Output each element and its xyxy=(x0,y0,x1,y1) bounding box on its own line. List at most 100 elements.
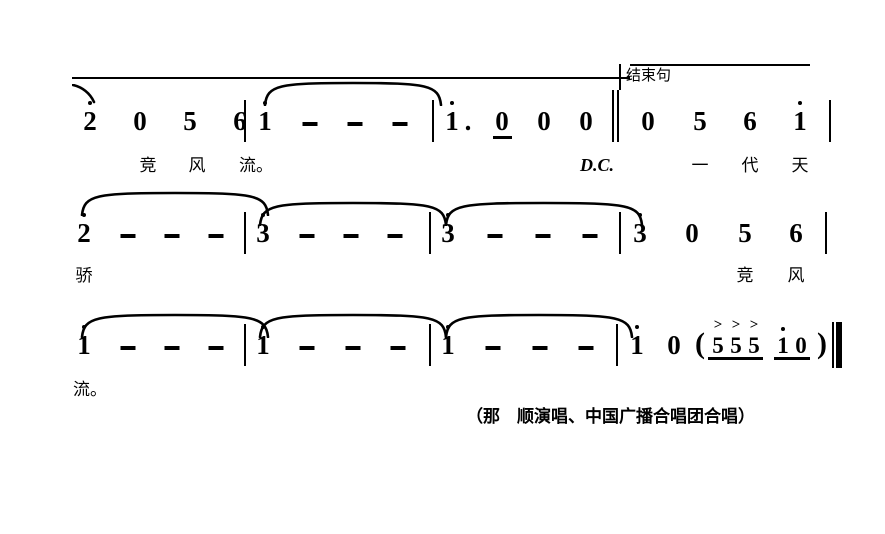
note: 1 xyxy=(256,330,270,360)
beam-underline xyxy=(493,136,512,139)
lyric: 风 xyxy=(188,156,206,176)
augmentation-dash xyxy=(120,234,136,238)
note: 5 xyxy=(712,333,724,358)
augmentation-dash xyxy=(299,234,315,238)
rehearsal-mark-label: 结束句 xyxy=(626,66,672,84)
note: 0 xyxy=(667,330,681,360)
note: 1 xyxy=(441,330,455,360)
lyric: 竞 xyxy=(139,156,157,176)
augmentation-dash xyxy=(535,234,551,238)
note: 2 xyxy=(77,218,91,248)
accent-mark: > xyxy=(713,317,723,333)
lyric: 天 xyxy=(791,156,809,176)
augmentation-dash xyxy=(578,346,594,350)
octave-dot-above xyxy=(781,327,785,331)
augmentation-dash xyxy=(120,346,136,350)
lyric: 风 xyxy=(787,266,805,286)
augmentation-dash xyxy=(487,234,503,238)
tie-arc xyxy=(258,313,448,338)
note: 1 xyxy=(258,106,272,136)
tie-arc xyxy=(263,81,443,106)
augmentation-dash xyxy=(532,346,548,350)
note: 1 xyxy=(445,106,459,136)
tie-arc-continuation xyxy=(72,84,96,104)
octave-dot-above xyxy=(450,101,454,105)
augmentation-dash xyxy=(208,234,224,238)
note: 0 xyxy=(495,106,509,136)
lyric: 骄 xyxy=(75,266,93,286)
octave-dot-above xyxy=(261,325,265,329)
augmentation-dash xyxy=(345,346,361,350)
augmentation-dash xyxy=(390,346,406,350)
open-paren: ( xyxy=(695,327,705,360)
barline xyxy=(619,212,621,254)
rehearsal-mark-box: 结束句 xyxy=(619,64,703,90)
augmentation-dash xyxy=(208,346,224,350)
top-continuation-rule xyxy=(72,77,630,79)
note: 5 xyxy=(748,333,760,358)
note: 0 xyxy=(579,106,593,136)
note: 5 xyxy=(738,218,752,248)
augmentation-dash xyxy=(582,234,598,238)
barline xyxy=(244,324,246,366)
barline xyxy=(825,212,827,254)
note: 1 xyxy=(77,330,91,360)
tie-arc xyxy=(80,191,270,216)
note: 5 xyxy=(693,106,707,136)
note: 0 xyxy=(537,106,551,136)
octave-dot-above xyxy=(261,213,265,217)
close-paren: ) xyxy=(817,327,827,360)
note: 0 xyxy=(795,333,807,358)
barline xyxy=(429,324,431,366)
augmentation-dash xyxy=(302,122,318,126)
octave-dot-above xyxy=(88,101,92,105)
dc-marking: D.C. xyxy=(579,155,615,175)
duration-dot: . xyxy=(464,106,472,136)
barline xyxy=(432,100,434,142)
note: 3 xyxy=(633,218,647,248)
note: 2 xyxy=(83,106,97,136)
note: 0 xyxy=(133,106,147,136)
octave-dot-above xyxy=(446,213,450,217)
tie-arc xyxy=(444,313,634,338)
barline xyxy=(429,212,431,254)
lyric: 代 xyxy=(741,156,759,176)
augmentation-dash xyxy=(485,346,501,350)
augmentation-dash xyxy=(164,234,180,238)
note: 0 xyxy=(685,218,699,248)
note: 1 xyxy=(793,106,807,136)
octave-dot-above xyxy=(798,101,802,105)
tie-arc xyxy=(258,201,448,226)
lyric: 一 xyxy=(691,156,709,176)
beam-underline xyxy=(774,357,810,360)
augmentation-dash xyxy=(343,234,359,238)
barline xyxy=(829,100,831,142)
octave-dot-above xyxy=(263,101,267,105)
accent-mark: > xyxy=(731,317,741,333)
note: 6 xyxy=(743,106,757,136)
barline xyxy=(616,324,618,366)
note: 3 xyxy=(256,218,270,248)
augmentation-dash xyxy=(299,346,315,350)
credits-line: （那 顺演唱、中国广播合唱团合唱） xyxy=(466,407,755,427)
tie-arc xyxy=(80,313,270,338)
note: 5 xyxy=(183,106,197,136)
octave-dot-above xyxy=(82,213,86,217)
system-1: 2 0 5 6 1 1 . 0 0 0 0 5 6 1 xyxy=(0,0,885,180)
system-2: 2 3 3 3 0 5 6 骄 竞 风 xyxy=(0,190,885,310)
barline xyxy=(244,100,246,142)
accent-mark: > xyxy=(749,317,759,333)
double-barline xyxy=(612,90,620,142)
note: 5 xyxy=(730,333,742,358)
tie-arc xyxy=(444,201,644,226)
octave-dot-above xyxy=(446,325,450,329)
augmentation-dash xyxy=(392,122,408,126)
lyric: 流。 xyxy=(239,156,273,176)
octave-dot-above xyxy=(82,325,86,329)
note: 6 xyxy=(789,218,803,248)
note: 1 xyxy=(630,330,644,360)
note: 3 xyxy=(441,218,455,248)
augmentation-dash xyxy=(347,122,363,126)
augmentation-dash xyxy=(387,234,403,238)
